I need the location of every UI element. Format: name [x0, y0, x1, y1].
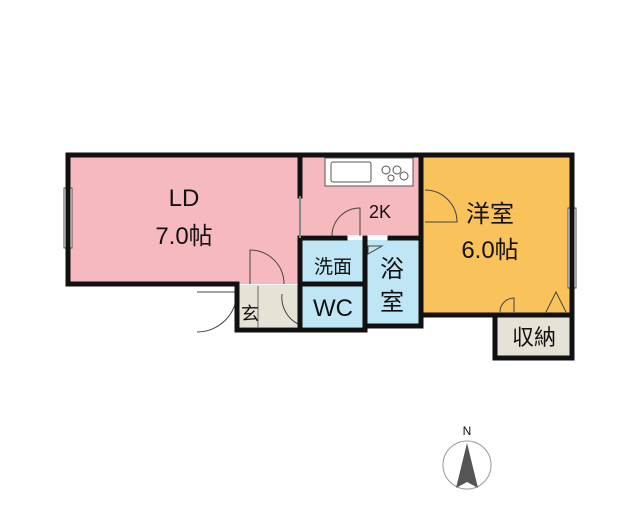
north-arrow-icon	[456, 443, 478, 488]
toilet-label: WC	[313, 295, 353, 322]
entrance-label: 玄	[241, 304, 259, 324]
compass-north-label: N	[463, 424, 472, 438]
ld-size-label: 7.0帖	[155, 223, 212, 250]
room-storage	[495, 315, 572, 358]
bath-label-top: 浴	[380, 256, 404, 283]
western-name-label: 洋室	[466, 201, 514, 228]
kitchen-label: 2K	[369, 202, 391, 222]
room-washroom	[300, 240, 365, 282]
washroom-label: 洗面	[314, 256, 352, 278]
western-size-label: 6.0帖	[461, 237, 518, 264]
room-western	[421, 155, 572, 315]
compass: N	[442, 424, 492, 490]
ld-name-label: LD	[169, 185, 200, 212]
room-entrance	[237, 285, 300, 327]
room-ld	[68, 155, 300, 284]
bath-label-bottom: 室	[380, 289, 404, 316]
room-toilet	[300, 285, 365, 327]
kitchen-counter	[324, 157, 414, 187]
storage-label: 収納	[512, 325, 556, 350]
room-bath	[365, 240, 420, 326]
walls	[65, 152, 575, 361]
